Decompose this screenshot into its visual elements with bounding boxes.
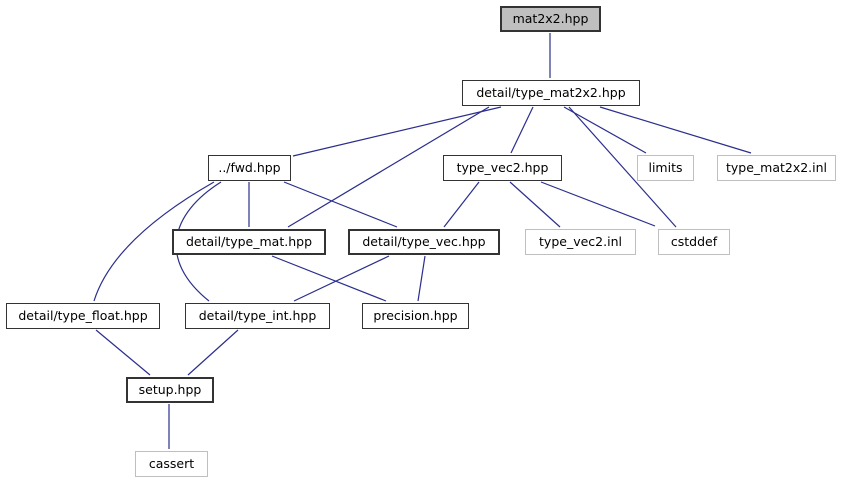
edge-fwd-hpp-to-detail-type-float-hpp: [93, 181, 215, 302]
node-detail-type-float-hpp[interactable]: detail/type_float.hpp: [6, 303, 160, 329]
edge-type-vec2-hpp-to-cstddef: [540, 181, 656, 227]
edge-detail-type-float-hpp-to-setup-hpp: [95, 329, 151, 376]
node-detail-type-mat-hpp[interactable]: detail/type_mat.hpp: [172, 229, 326, 255]
node-detail-type-vec-hpp[interactable]: detail/type_vec.hpp: [348, 229, 500, 255]
edge-type-vec2-hpp-to-detail-type-vec-hpp: [443, 181, 480, 228]
node-setup-hpp[interactable]: setup.hpp: [126, 377, 214, 403]
node-precision-hpp[interactable]: precision.hpp: [362, 303, 469, 329]
edge-detail-type-mat2x2-hpp-to-limits: [563, 106, 647, 154]
edge-detail-type-mat2x2-hpp-to-cstddef: [568, 106, 677, 228]
node-type-vec2-hpp[interactable]: type_vec2.hpp: [443, 155, 562, 181]
edge-detail-type-mat2x2-hpp-to-detail-type-mat-hpp: [287, 106, 490, 228]
node-limits: limits: [637, 155, 694, 181]
node-fwd-hpp[interactable]: ../fwd.hpp: [208, 155, 291, 181]
node-mat2x2-hpp: mat2x2.hpp: [500, 6, 601, 32]
edge-fwd-hpp-to-detail-type-vec-hpp: [283, 181, 398, 228]
node-detail-type-mat2x2-hpp[interactable]: detail/type_mat2x2.hpp: [462, 80, 640, 106]
node-cstddef: cstddef: [658, 229, 730, 255]
edge-detail-type-vec-hpp-to-precision-hpp: [417, 255, 426, 302]
edge-detail-type-int-hpp-to-setup-hpp: [187, 329, 239, 376]
node-detail-type-int-hpp[interactable]: detail/type_int.hpp: [185, 303, 330, 329]
edge-detail-type-mat2x2-hpp-to-fwd-hpp: [292, 106, 502, 157]
node-cassert: cassert: [135, 451, 208, 477]
node-type-mat2x2-inl: type_mat2x2.inl: [717, 155, 836, 181]
edge-type-vec2-hpp-to-type-vec2-inl: [509, 181, 561, 228]
edge-detail-type-vec-hpp-to-detail-type-int-hpp: [293, 255, 390, 302]
node-type-vec2-inl: type_vec2.inl: [525, 229, 636, 255]
edge-detail-type-mat2x2-hpp-to-type-mat2x2-inl: [599, 106, 752, 154]
edge-detail-type-mat2x2-hpp-to-type-vec2-hpp: [510, 106, 534, 154]
edge-detail-type-mat-hpp-to-precision-hpp: [271, 255, 387, 302]
